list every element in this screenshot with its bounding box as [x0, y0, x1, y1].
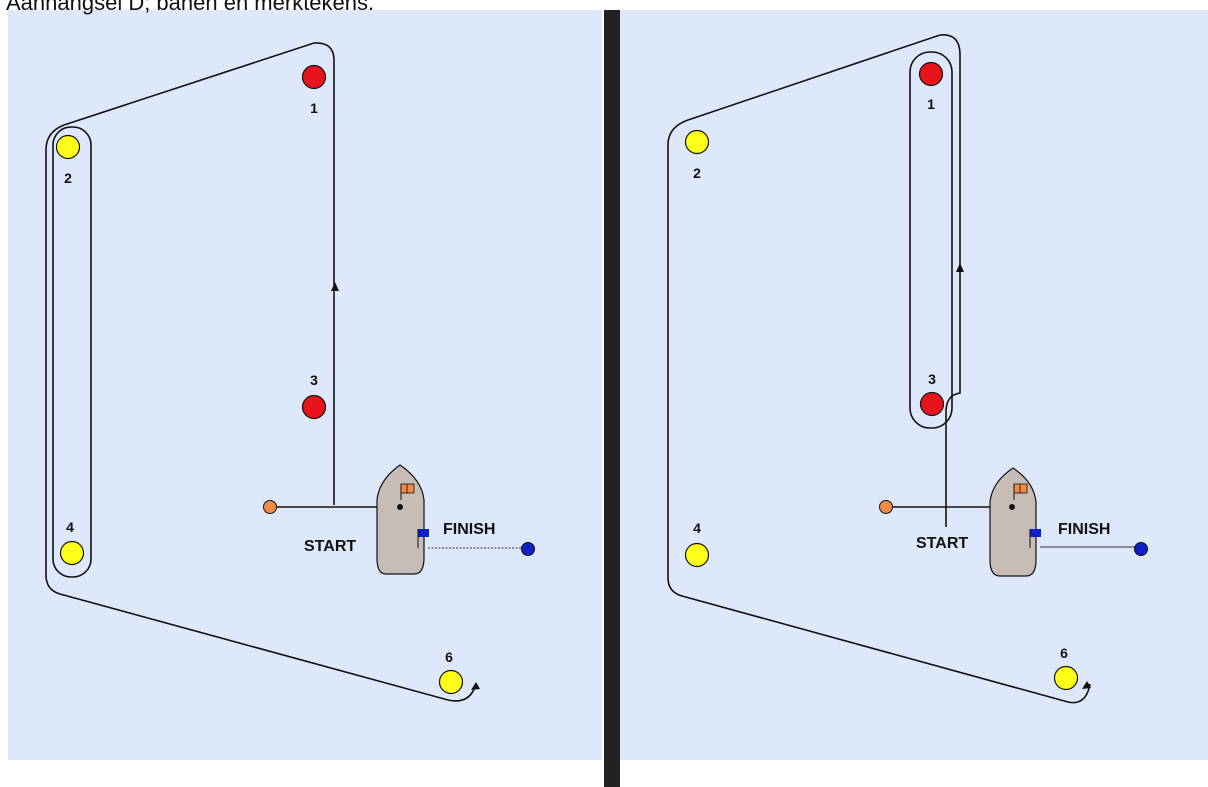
panel-left: 1 2 3 4 6 START FINISH: [45, 42, 535, 702]
start-label-left: START: [304, 538, 356, 555]
mark-4-right: [684, 542, 710, 568]
start-pin-buoy-left: [263, 500, 277, 514]
finish-flag-right: [1030, 529, 1041, 537]
start-label-right: START: [916, 535, 968, 552]
course-line-right: [667, 34, 1091, 704]
course-arrow-left: [331, 282, 339, 291]
mark-4-left: [59, 540, 85, 566]
mark-6-label-right: 6: [1060, 645, 1068, 661]
finish-flag-left: [418, 529, 429, 537]
water-panel-left: [8, 10, 602, 760]
start-pin-buoy-right: [879, 500, 893, 514]
mark-1-label-right: 1: [927, 96, 935, 112]
finish-arrow-left: [471, 682, 480, 690]
mark-4-label-left: 4: [66, 519, 74, 535]
mark-1-label-left: 1: [310, 100, 318, 116]
mark-3-right: [919, 391, 945, 417]
mark-2-right: [684, 129, 710, 155]
finish-label-left: FINISH: [443, 521, 495, 538]
committee-boat-left: [376, 464, 425, 575]
start-flag-right: [1013, 483, 1028, 494]
mark-2-left: [55, 134, 81, 160]
mark-1-right: [918, 61, 944, 87]
panel-right: 1 2 3 4 6 START FINISH: [667, 34, 1148, 704]
water-panel-right: [620, 10, 1208, 760]
panel-divider: [604, 10, 620, 787]
finish-pin-buoy-left: [521, 542, 535, 556]
mark-1-left: [301, 64, 327, 90]
mark-3-left: [301, 394, 327, 420]
mark-6-right: [1053, 665, 1079, 691]
page-caption: Aanhangsel D; banen en merktekens.: [6, 0, 375, 15]
mark-2-label-left: 2: [64, 170, 72, 186]
boat-mast-left: [397, 504, 403, 510]
committee-boat-right: [989, 467, 1037, 577]
start-flag-left: [400, 483, 415, 494]
mark-6-label-left: 6: [445, 649, 453, 665]
mark-4-label-right: 4: [693, 520, 701, 536]
boat-mast-right: [1009, 504, 1015, 510]
mark-6-left: [438, 669, 464, 695]
gate-loop-left: [52, 126, 92, 578]
mark-3-label-left: 3: [310, 372, 318, 388]
finish-label-right: FINISH: [1058, 521, 1110, 538]
course-arrow-right: [956, 263, 964, 272]
finish-arrow-right: [1082, 681, 1091, 689]
finish-pin-buoy-right: [1134, 542, 1148, 556]
gate-loop-right: [909, 51, 953, 429]
mark-2-label-right: 2: [693, 165, 701, 181]
course-line-left: [45, 42, 477, 702]
mark-3-label-right: 3: [928, 371, 936, 387]
